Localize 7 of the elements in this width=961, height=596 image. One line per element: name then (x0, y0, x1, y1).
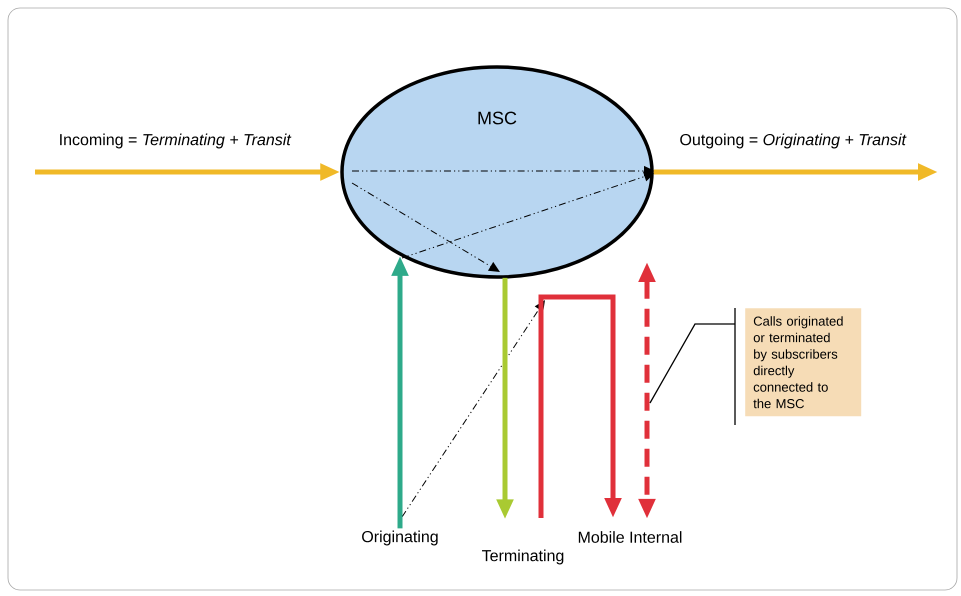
edge-label: Incoming = Terminating + Transit (60, 134, 292, 148)
edge-label: Outgoing = Originating + Transit (680, 134, 907, 148)
leader-line (649, 307, 736, 426)
flow-label: Terminating (482, 550, 564, 564)
note-box: Calls originated or terminated by subscribers directly connected to the MSC (745, 308, 862, 416)
flow-label: Mobile Internal (578, 531, 682, 543)
flow-label: Originating (362, 530, 438, 546)
